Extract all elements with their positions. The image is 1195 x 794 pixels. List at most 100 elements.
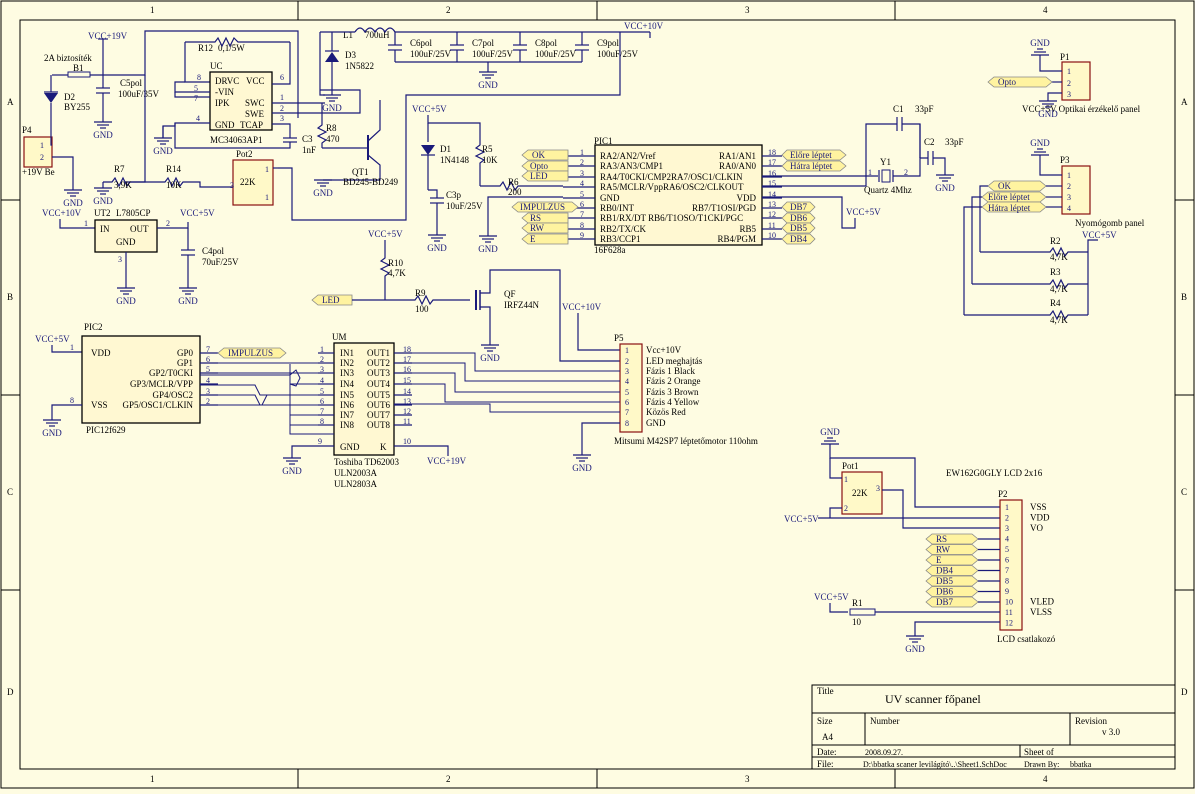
svg-text:1: 1 xyxy=(1067,171,1071,180)
uc-ref: UC xyxy=(210,61,223,71)
port-db6: DB6 xyxy=(781,212,816,224)
pic1-section: VCC+5V D1 1N4148 R5 10K R6 200 C3p 10uF/… xyxy=(412,104,881,255)
svg-text:2: 2 xyxy=(280,104,284,113)
port-db5: DB5 xyxy=(781,222,816,234)
pic1-pin-num-5: 5 xyxy=(580,190,584,199)
ground-symbol: GND xyxy=(153,137,173,156)
ground-label: GND xyxy=(820,427,840,437)
port-elore-leptet: Előre léptet xyxy=(781,149,847,161)
r6-value: 200 xyxy=(508,187,522,197)
vcc5-r10-label: VCC+5V xyxy=(368,229,403,239)
p5-pin-num-2: 2 xyxy=(625,357,629,366)
pic1-pin-left-2: RA3/AN3/CMP1 xyxy=(600,161,663,171)
port-rs: RS xyxy=(521,212,569,224)
ground-label: GND xyxy=(178,296,198,306)
revision-label: Revision xyxy=(1075,716,1108,726)
um-pin-num-5: 5 xyxy=(320,387,324,396)
p5-pin-num-4: 4 xyxy=(625,377,629,386)
ground-symbol: GND xyxy=(935,174,955,193)
l1-ref: L1 xyxy=(343,30,353,40)
svg-text:7: 7 xyxy=(194,94,198,103)
pic2-pin-num-7: 7 xyxy=(206,345,210,354)
svg-text:LED: LED xyxy=(322,295,340,305)
c7-value: 100uF/25V xyxy=(472,49,514,59)
file-value: D:\bbatka scaner levilágító\..\Sheet1.Sc… xyxy=(863,760,1007,769)
c2-value: 33pF xyxy=(945,137,964,147)
y1-value: Quartz 4Mhz xyxy=(864,185,912,195)
pic1-pin-num-3: 3 xyxy=(580,169,584,178)
pic2-ref: PIC2 xyxy=(84,322,103,332)
pic2-pin-num-4: 4 xyxy=(206,376,210,385)
c6-ref: C6pol xyxy=(410,38,433,48)
port-hatra-leptet: Hátra léptet xyxy=(781,160,847,172)
um-pin-num-14: 14 xyxy=(403,387,411,396)
drawn-label: Drawn By: xyxy=(1024,760,1059,769)
c6-capacitor xyxy=(388,32,402,62)
row-label-b-right: B xyxy=(1181,292,1187,302)
um-pin-in-5: IN5 xyxy=(340,390,354,400)
revision-value: v 3.0 xyxy=(1102,727,1121,737)
p2-pin-num-7: 7 xyxy=(1005,566,1009,575)
p5-pin-label-5: Fázis 3 Brown xyxy=(646,387,699,397)
p2-pin-num-11: 11 xyxy=(1005,608,1013,617)
p5-pin-num-3: 3 xyxy=(625,367,629,376)
vcc19-label-top: VCC+19V xyxy=(88,31,128,41)
p5-pin-label-8: GND xyxy=(646,418,666,428)
p2-value: LCD csatlakozó xyxy=(997,634,1056,644)
row-label-c-right: C xyxy=(1181,487,1187,497)
pic2-pin-num-5: 5 xyxy=(206,365,210,374)
lcd-port-db6: DB6 xyxy=(925,586,979,597)
lcd-port-label-rs: RS xyxy=(936,534,947,544)
port-opto: Opto xyxy=(521,160,569,172)
svg-text:DB7: DB7 xyxy=(790,202,808,212)
p5-pin-num-8: 8 xyxy=(625,419,629,428)
pic1-ports: OK Opto LED IMPULZUS RS RW E Előre lépte… xyxy=(511,149,847,245)
c3p-value: 10uF/25V xyxy=(446,201,483,211)
port-p3-ok: OK xyxy=(987,180,1047,192)
p5-pin-label-7: Közös Red xyxy=(646,407,686,417)
vcc19-um-label: VCC+19V xyxy=(427,456,467,466)
lcd-port-label-db5: DB5 xyxy=(936,576,954,586)
pic1-pin-num-1: 1 xyxy=(580,148,584,157)
um-part-2: ULN2003A xyxy=(334,468,377,478)
pic2-part: PIC12f629 xyxy=(86,425,126,435)
svg-text:Előre léptet: Előre léptet xyxy=(988,192,1030,202)
p2-pin-num-1: 1 xyxy=(1005,503,1009,512)
lcd-port-label-rw: RW xyxy=(936,545,951,555)
pic2-pin-4: GP3/MCLR/VPP xyxy=(130,379,193,389)
pic2-pin-num-6: 6 xyxy=(206,355,210,364)
ground-symbol: GND xyxy=(905,635,925,654)
ground-symbol: GND xyxy=(63,189,83,208)
ground-label: GND xyxy=(480,353,500,363)
file-label: File: xyxy=(817,759,834,769)
p5-pin-label-3: Fázis 1 Black xyxy=(646,366,695,376)
lcd-port-label-e: E xyxy=(936,555,942,565)
pic1-pin-right-6: RB7/T1OSI/PGD xyxy=(692,203,757,213)
port-rw: RW xyxy=(521,222,569,234)
c5-ref: C5pol xyxy=(120,78,143,88)
svg-text:OK: OK xyxy=(532,150,545,160)
sheet-label: Sheet of xyxy=(1024,747,1054,757)
pot1-potentiometer xyxy=(841,471,883,515)
svg-text:DB4: DB4 xyxy=(790,234,808,244)
l1-inductor xyxy=(354,27,396,34)
p2-pin-label-2: VDD xyxy=(1030,513,1050,523)
pic1-pin-num-9: 9 xyxy=(580,231,584,240)
size-label: Size xyxy=(817,716,833,726)
vcc10-ut2-label: VCC+10V xyxy=(42,208,82,218)
p4-ref: P4 xyxy=(22,125,32,135)
c2-ref: C2 xyxy=(924,137,935,147)
pic1-pin-left-9: RB3/CCP1 xyxy=(600,234,641,244)
r14-ref: R14 xyxy=(166,164,182,174)
r5-ref: R5 xyxy=(482,144,493,154)
r3-resistor xyxy=(972,278,1088,290)
p2-pin-num-10: 10 xyxy=(1005,598,1013,607)
p5-pin-label-1: Vcc+10V xyxy=(646,345,682,355)
ground-symbol: GND xyxy=(322,94,342,113)
p2-connector xyxy=(999,499,1023,631)
col-label-4: 4 xyxy=(1043,5,1048,15)
p2-pin-num-9: 9 xyxy=(1005,587,1009,596)
svg-text:1: 1 xyxy=(844,475,848,484)
